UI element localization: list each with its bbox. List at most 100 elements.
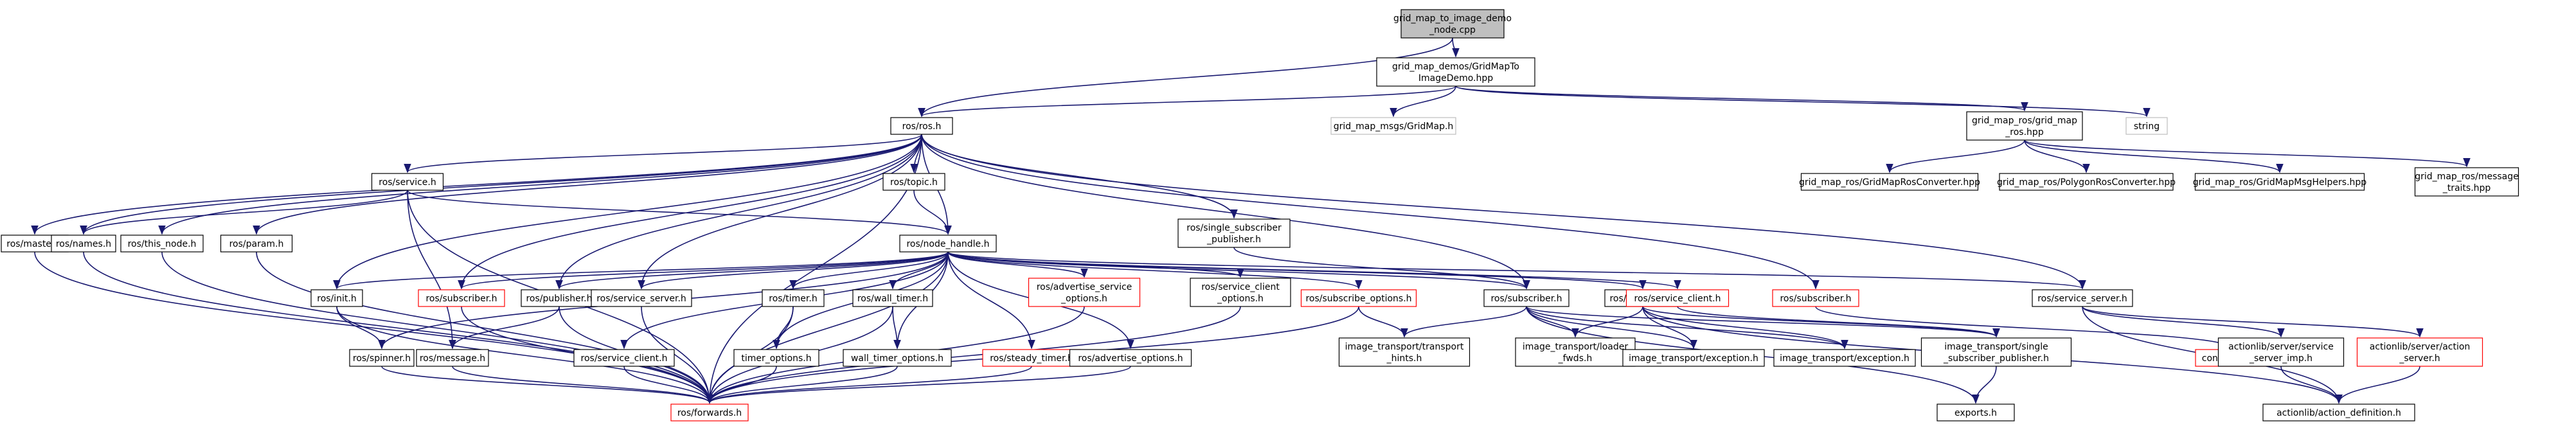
node-singlesubpub[interactable]: ros/single_subscriber_publisher.h [1177,218,1291,248]
node-gmros[interactable]: grid_map_ros/grid_map_ros.hpp [1966,111,2083,141]
node-actionserver[interactable]: actionlib/server/action_server.h [2356,337,2483,367]
node-svcserverimp[interactable]: actionlib/server/service_server_imp.h [2217,337,2345,367]
edge-root-to-gmdemo [1452,37,1460,58]
node-msgtraits[interactable]: grid_map_ros/message_traits.hpp [2414,167,2519,197]
node-advopts[interactable]: ros/advertise_options.h [1069,349,1192,367]
edge-svcserver2-to-svcserverimp [2082,306,2285,338]
node-label: ros/wall_timer.h [857,294,928,304]
edge-nodehandle-to-forwards [706,251,949,404]
node-box [852,289,933,307]
edge-names-to-forwards [83,251,713,404]
node-serviceserver[interactable]: ros/service_server.h [591,289,692,307]
edge-walltimeropts-to-forwards [706,366,898,404]
node-subscriber_red2[interactable]: ros/subscriber.h [1772,289,1859,307]
node-nodehandle[interactable]: ros/node_handle.h [899,235,997,253]
edge-rosh-to-subscriber_red2 [921,134,1820,290]
edge-nodehandle-to-subscriber_red [458,251,949,290]
node-box [591,289,692,307]
node-label: ros/init.h [317,294,357,304]
node-message[interactable]: ros/message.h [416,349,489,367]
edge-gmdemo-to-string [1455,85,2151,118]
node-box [2217,337,2345,367]
edge-rosh-to-thisnode [158,134,922,235]
node-box [1069,349,1192,367]
node-label: ros/service.h [379,177,436,188]
node-gmposconv[interactable]: grid_map_ros/GridMapRosConverter.hpp [1799,173,1980,191]
node-label: actionlib/action_definition.h [2276,408,2401,418]
node-polyconv[interactable]: grid_map_ros/PolygonRosConverter.hpp [1997,173,2176,191]
node-forwards[interactable]: ros/forwards.h [670,404,749,422]
node-label: image_transport/exception.h [1629,353,1758,364]
node-exc1[interactable]: image_transport/exception.h [1622,349,1765,367]
node-topic[interactable]: ros/topic.h [882,173,945,191]
edge-itpub-to-loaderfwds [1571,306,1643,338]
node-box [1625,289,1730,307]
node-label: _node.cpp [1429,25,1476,35]
node-transhints[interactable]: image_transport/transport_hints.h [1338,337,1471,367]
node-label: ros/subscriber.h [1490,294,1562,304]
edge-service-to-message [407,190,456,350]
node-itsub[interactable]: ros/subscriber.h [1483,289,1570,307]
edge-nodehandle-to-publisher [555,251,949,290]
node-param[interactable]: ros/param.h [220,235,293,253]
node-svcclient_red[interactable]: ros/service_client.h [1625,289,1730,307]
node-label: grid_map_ros/GridMapMsgHelpers.hpp [2193,177,2367,188]
node-box [1515,337,1636,367]
node-spinner[interactable]: ros/spinner.h [349,349,415,367]
node-exc2[interactable]: image_transport/exception.h [1773,349,1916,367]
node-singlesubpub2[interactable]: image_transport/single_subscriber_publis… [1920,337,2072,367]
node-loaderfwds[interactable]: image_transport/loader_fwds.h [1515,337,1636,367]
node-thisnode[interactable]: ros/this_node.h [120,235,204,253]
node-steadytimer[interactable]: ros/steady_timer.h [982,349,1081,367]
node-box [882,173,945,191]
node-label: ros/steady_timer.h [990,353,1073,364]
node-box [1376,57,1535,87]
edge-steadytimer-to-forwards [706,366,1032,404]
node-svcserver2[interactable]: ros/service_server.h [2032,289,2133,307]
node-walltimeropts[interactable]: wall_timer_options.h [843,349,952,367]
edge-rosh-to-param [253,134,922,235]
node-label: grid_map_ros/GridMapRosConverter.hpp [1799,177,1980,188]
node-timeropts[interactable]: timer_options.h [733,349,819,367]
node-advsvcopts[interactable]: ros/advertise_service_options.h [1028,278,1141,307]
edge-nodehandle-to-walltimer [889,251,949,290]
node-timer[interactable]: ros/timer.h [762,289,825,307]
edge-rosh-to-subscriber_red [458,134,922,290]
node-label: ros/topic.h [890,177,938,188]
node-label: _subscriber_publisher.h [1943,353,2049,364]
node-string: string [2125,117,2168,135]
edge-itsub-to-exc1 [1526,306,1697,350]
edge-svcclientopts-to-forwards [706,306,1241,404]
node-actiondef[interactable]: actionlib/action_definition.h [2262,404,2415,422]
edge-serviceserver-to-forwards [641,306,713,404]
edge-nodehandle-to-svcclient_red [947,251,1681,290]
node-label: ImageDemo.hpp [1418,73,1493,84]
node-root[interactable]: grid_map_to_image_demo_node.cpp [1393,9,1512,39]
node-label: ros/service_server.h [596,294,686,304]
node-msghelp[interactable]: grid_map_ros/GridMapMsgHelpers.hpp [2193,173,2367,191]
node-exports[interactable]: exports.h [1936,404,2015,422]
edge-nodehandle-to-subopts [947,251,1363,290]
edge-svcclient_red-to-singlesubpub2 [1677,306,2000,338]
node-walltimer[interactable]: ros/wall_timer.h [852,289,933,307]
node-rosh[interactable]: ros/ros.h [890,117,953,135]
node-label: ros/spinner.h [353,353,411,364]
node-box [573,349,675,367]
node-box [220,235,293,253]
node-box [1800,173,1979,191]
node-label: ros/single_subscriber [1186,223,1282,233]
edge-singlesubpub2-to-exports [1972,366,1997,404]
node-init[interactable]: ros/init.h [310,289,363,307]
node-subscriber_red[interactable]: ros/subscriber.h [418,289,505,307]
node-label: grid_map_demos/GridMapTo [1392,62,1519,72]
node-subopts[interactable]: ros/subscribe_options.h [1300,289,1417,307]
node-label: ros/service_client.h [581,353,668,364]
node-service[interactable]: ros/service.h [371,173,444,191]
edge-nodehandle-to-timer [789,251,949,290]
node-svcclientopts[interactable]: ros/service_client_options.h [1190,278,1291,307]
edge-gmros-to-msgtraits [2024,139,2471,168]
node-names[interactable]: ros/names.h [51,235,116,253]
node-svcclient[interactable]: ros/service_client.h [573,349,675,367]
node-publisher[interactable]: ros/publisher.h [521,289,598,307]
